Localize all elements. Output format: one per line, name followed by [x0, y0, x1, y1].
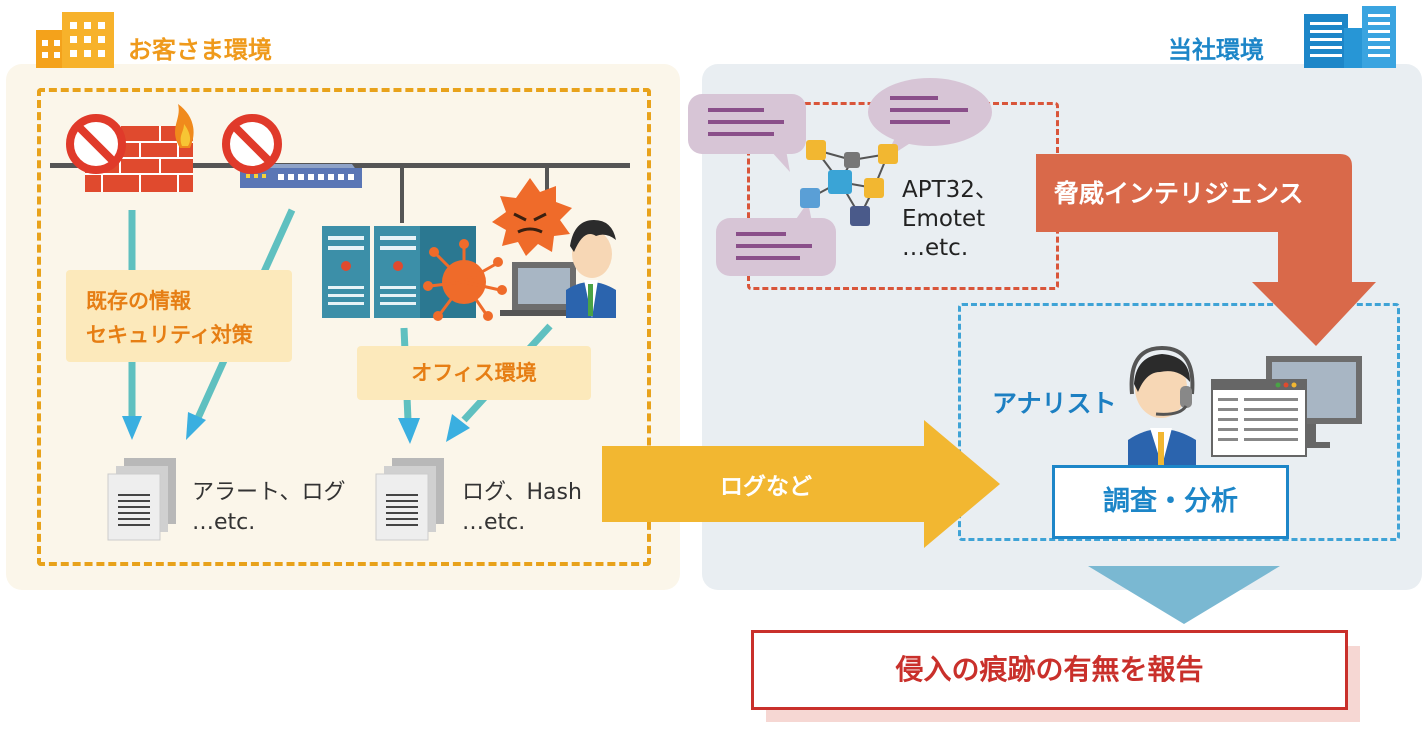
analysis-boundary: [958, 303, 1400, 541]
blocked-icon: [222, 114, 282, 174]
alerts-logs-line-1: アラート、ログ: [192, 480, 346, 505]
log-arrow: [602, 420, 1000, 548]
analyst-icon: [1128, 345, 1196, 466]
existing-security-note: 既存の情報 セキュリティ対策: [66, 270, 292, 362]
virus-icon: [423, 239, 507, 321]
threat-samples-label: APT32、 Emotet …etc.: [902, 176, 998, 263]
report-box: 侵入の痕跡の有無を報告: [751, 630, 1348, 710]
threat-samples-line-1: APT32、: [902, 177, 998, 203]
intel-bubble-icon: [716, 202, 836, 276]
investigation-box: 調査・分析: [1052, 465, 1289, 539]
existing-security-line-2: セキュリティ対策: [86, 323, 253, 347]
threat-intel-label: 脅威インテリジェンス: [1054, 179, 1304, 208]
network-switch-icon: [240, 164, 362, 188]
log-flow-label: ログなど: [720, 474, 812, 500]
report-arrow: [1088, 566, 1280, 624]
threat-graph-nodes: [800, 140, 898, 226]
threat-intel-arrow: [1036, 154, 1376, 346]
server-rack-icon: [322, 226, 476, 318]
existing-security-line-1: 既存の情報: [86, 289, 191, 313]
logs-hash-label: ログ、Hash …etc.: [462, 478, 582, 538]
customer-building-icon: [36, 12, 114, 68]
document-stack-icon: [107, 458, 176, 541]
alerts-logs-label: アラート、ログ …etc.: [192, 478, 346, 538]
office-worker-icon: [500, 220, 616, 318]
document-stack-icon: [375, 458, 444, 541]
alerts-logs-line-2: …etc.: [192, 510, 256, 535]
logs-hash-line-1: ログ、Hash: [462, 480, 582, 505]
customer-environment-title: お客さま環境: [128, 36, 272, 64]
company-building-icon: [1304, 6, 1396, 68]
analyst-label: アナリスト: [992, 389, 1117, 418]
blocked-icon: [66, 114, 126, 174]
company-environment-title: 当社環境: [1168, 36, 1264, 64]
intel-bubble-icon: [688, 94, 806, 172]
customer-network-boundary: [37, 88, 651, 566]
logs-hash-line-2: …etc.: [462, 510, 526, 535]
threat-samples-line-3: …etc.: [902, 235, 969, 261]
monitor-icon: [1211, 356, 1362, 457]
malware-icon: [492, 178, 572, 256]
office-environment-note: オフィス環境: [357, 346, 591, 400]
threat-samples-line-2: Emotet: [902, 206, 986, 232]
